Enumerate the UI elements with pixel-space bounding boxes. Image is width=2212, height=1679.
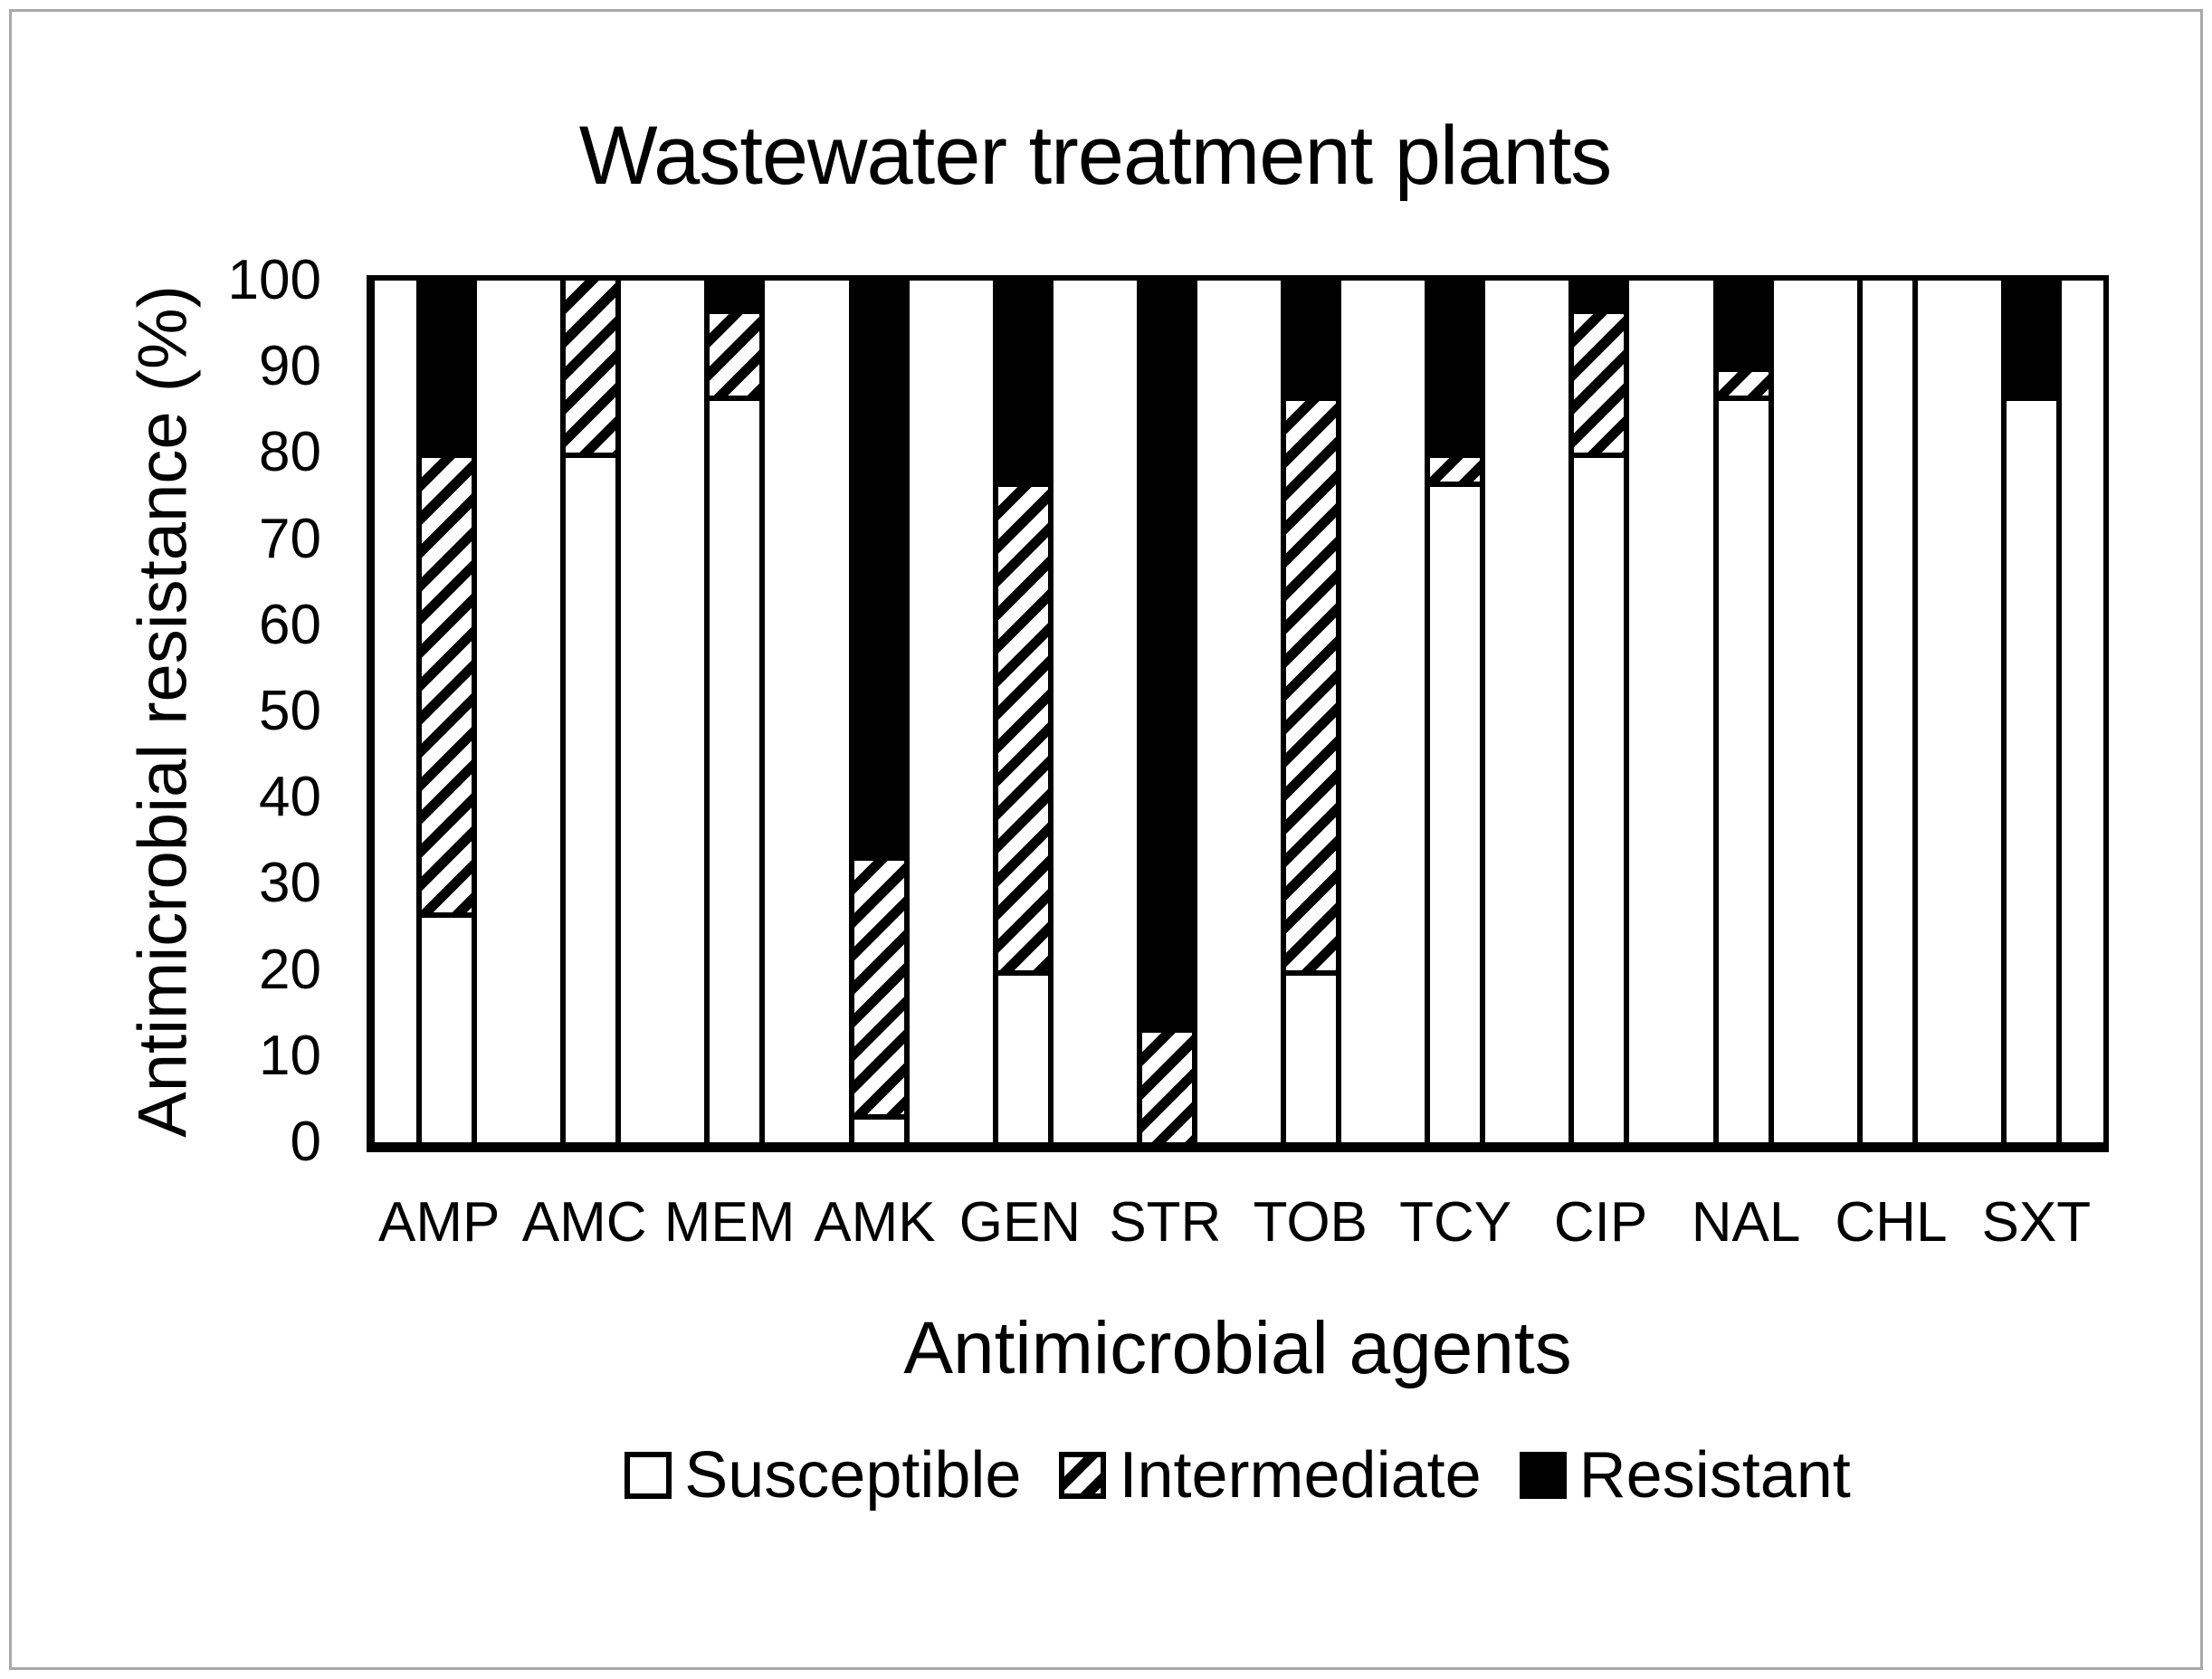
bar-segment-resistant-AMP xyxy=(422,281,472,453)
bar-segment-intermediate-AMP xyxy=(422,453,472,912)
x-tick-label-NAL: NAL xyxy=(1691,1191,1801,1254)
y-tick-label-90: 90 xyxy=(259,335,321,398)
bar-segment-resistant-GEN xyxy=(997,281,1048,482)
category-cell-TCY xyxy=(1383,281,1527,1142)
bar-segment-susceptible-CHL xyxy=(1862,281,1912,1142)
chart-title: Wastewater treatment plants xyxy=(578,110,1613,202)
bar-segment-intermediate-NAL xyxy=(1718,367,1769,396)
category-cell-AMK xyxy=(807,281,951,1142)
bar-segment-resistant-SXT xyxy=(2006,281,2056,396)
category-cell-GEN xyxy=(951,281,1095,1142)
stacked-bar-AMP xyxy=(416,281,478,1142)
category-cell-STR xyxy=(1095,281,1239,1142)
stacked-bar-STR xyxy=(1136,281,1197,1142)
y-tick-label-70: 70 xyxy=(259,507,321,570)
bar-segment-intermediate-TCY xyxy=(1430,453,1481,482)
bar-segment-intermediate-CIP xyxy=(1574,309,1625,453)
stacked-bar-TOB xyxy=(1281,281,1342,1142)
legend-item-susceptible: Susceptible xyxy=(625,1441,1021,1510)
bar-segment-susceptible-MEM xyxy=(710,395,760,1142)
legend-item-resistant: Resistant xyxy=(1519,1439,1851,1512)
stacked-bar-GEN xyxy=(992,281,1054,1142)
bar-segment-intermediate-STR xyxy=(1141,1027,1192,1142)
category-cell-CIP xyxy=(1527,281,1671,1142)
y-tick-label-50: 50 xyxy=(259,680,321,742)
bar-segment-intermediate-TOB xyxy=(1286,395,1337,970)
y-tick-label-100: 100 xyxy=(227,249,321,311)
stacked-bar-NAL xyxy=(1712,281,1774,1142)
x-tick-label-AMK: AMK xyxy=(814,1191,936,1254)
bar-segment-intermediate-AMK xyxy=(853,854,904,1114)
y-tick-label-60: 60 xyxy=(259,593,321,656)
x-axis-title: Antimicrobial agents xyxy=(903,1307,1572,1389)
y-tick-label-80: 80 xyxy=(259,421,321,484)
diagonal-hatch-swatch xyxy=(1059,1452,1107,1499)
bar-segment-susceptible-AMP xyxy=(422,911,472,1142)
x-tick-label-GEN: GEN xyxy=(958,1191,1082,1254)
category-cell-AMC xyxy=(519,281,663,1142)
y-tick-label-0: 0 xyxy=(290,1111,321,1173)
y-tick-label-20: 20 xyxy=(259,938,321,1001)
bar-segment-susceptible-TCY xyxy=(1430,481,1481,1142)
bar-segment-intermediate-MEM xyxy=(710,309,760,396)
x-tick-label-STR: STR xyxy=(1109,1191,1222,1254)
category-cell-NAL xyxy=(1672,281,1816,1142)
legend-label: Susceptible xyxy=(684,1439,1022,1512)
stacked-bar-TCY xyxy=(1425,281,1486,1142)
bar-segment-intermediate-GEN xyxy=(997,481,1048,970)
bar-segment-resistant-TCY xyxy=(1430,281,1481,453)
bar-segment-resistant-CIP xyxy=(1574,281,1625,310)
stacked-bar-AMC xyxy=(560,281,622,1142)
stacked-bar-AMK xyxy=(848,281,910,1142)
category-cell-CHL xyxy=(1816,281,1959,1142)
legend-label: Resistant xyxy=(1578,1439,1851,1512)
x-tick-label-CHL: CHL xyxy=(1835,1191,1948,1254)
stacked-bar-CHL xyxy=(1856,281,1918,1142)
stacked-bar-CIP xyxy=(1568,281,1630,1142)
bar-segment-susceptible-CIP xyxy=(1574,453,1625,1142)
x-tick-label-CIP: CIP xyxy=(1553,1191,1648,1254)
bar-segment-resistant-NAL xyxy=(1718,281,1769,367)
bar-segment-resistant-STR xyxy=(1141,281,1192,1028)
stacked-bar-MEM xyxy=(704,281,766,1142)
legend: Susceptible Intermediate Resistant xyxy=(367,1441,2109,1510)
bar-segment-intermediate-AMC xyxy=(566,281,616,453)
bar-segment-resistant-AMK xyxy=(853,281,904,855)
category-cell-SXT xyxy=(1959,281,2103,1142)
bar-segment-susceptible-GEN xyxy=(997,969,1048,1142)
bar-segment-susceptible-TOB xyxy=(1286,969,1337,1142)
y-tick-label-40: 40 xyxy=(259,766,321,829)
x-tick-label-SXT: SXT xyxy=(1981,1191,2092,1254)
stacked-bar-SXT xyxy=(2000,281,2062,1142)
x-tick-label-AMC: AMC xyxy=(521,1191,647,1254)
x-tick-label-TOB: TOB xyxy=(1253,1191,1368,1254)
category-cell-MEM xyxy=(663,281,806,1142)
bar-segment-susceptible-AMC xyxy=(566,453,616,1142)
y-tick-label-10: 10 xyxy=(259,1024,321,1087)
black-square-swatch xyxy=(1519,1452,1567,1499)
y-tick-label-30: 30 xyxy=(259,852,321,915)
x-tick-label-AMP: AMP xyxy=(378,1191,501,1254)
bar-segment-susceptible-SXT xyxy=(2006,395,2056,1142)
category-cell-TOB xyxy=(1239,281,1383,1142)
legend-label: Intermediate xyxy=(1119,1439,1482,1512)
white-square-swatch xyxy=(625,1452,672,1499)
bar-segment-resistant-MEM xyxy=(710,281,760,310)
plot-area xyxy=(367,275,2109,1152)
x-tick-label-MEM: MEM xyxy=(663,1191,796,1254)
bar-segment-susceptible-NAL xyxy=(1718,395,1769,1142)
legend-item-intermediate: Intermediate xyxy=(1059,1439,1482,1512)
bar-segment-resistant-TOB xyxy=(1286,281,1337,396)
x-tick-label-TCY: TCY xyxy=(1399,1191,1512,1254)
category-cell-AMP xyxy=(375,281,519,1142)
bar-segment-susceptible-AMK xyxy=(853,1113,904,1142)
